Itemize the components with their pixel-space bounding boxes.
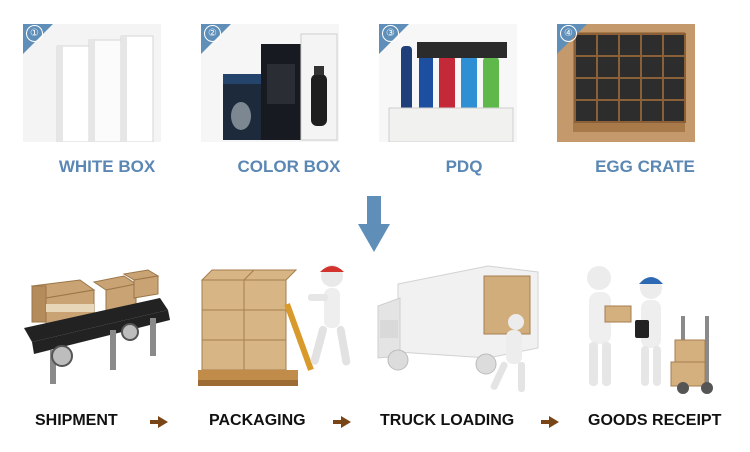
truck-loading-illustration [376, 262, 541, 397]
goods-receipt-illustration [565, 262, 730, 397]
pdq-photo: ③ [379, 24, 517, 142]
pdq-bottles-illustration [379, 24, 517, 142]
shipment-illustration [20, 262, 185, 397]
egg-crate-photo: ④ [557, 24, 695, 142]
step-label-goods-receipt: GOODS RECEIPT [588, 412, 722, 429]
number-badge-text: ② [204, 25, 221, 42]
color-boxes-illustration [201, 24, 339, 142]
down-arrow-icon [358, 196, 390, 252]
number-badge-text: ③ [382, 25, 399, 42]
pack-label-pdq: PDQ [445, 157, 483, 176]
step-label-shipment: SHIPMENT [35, 412, 118, 429]
number-badge-text: ① [26, 25, 43, 42]
right-arrow-icon [150, 416, 168, 428]
pack-label-egg-crate: EGG CRATE [595, 157, 695, 176]
white-box-photo: ① [23, 24, 161, 142]
pack-label-color-box: COLOR BOX [237, 157, 341, 176]
right-arrow-icon [541, 416, 559, 428]
pack-label-white-box: WHITE BOX [58, 157, 156, 176]
color-box-photo: ② [201, 24, 339, 142]
step-label-packaging: PACKAGING [209, 412, 306, 429]
step-label-truck-loading: TRUCK LOADING [380, 412, 515, 429]
packaging-illustration [192, 262, 357, 397]
right-arrow-icon [333, 416, 351, 428]
number-badge-text: ④ [560, 25, 577, 42]
